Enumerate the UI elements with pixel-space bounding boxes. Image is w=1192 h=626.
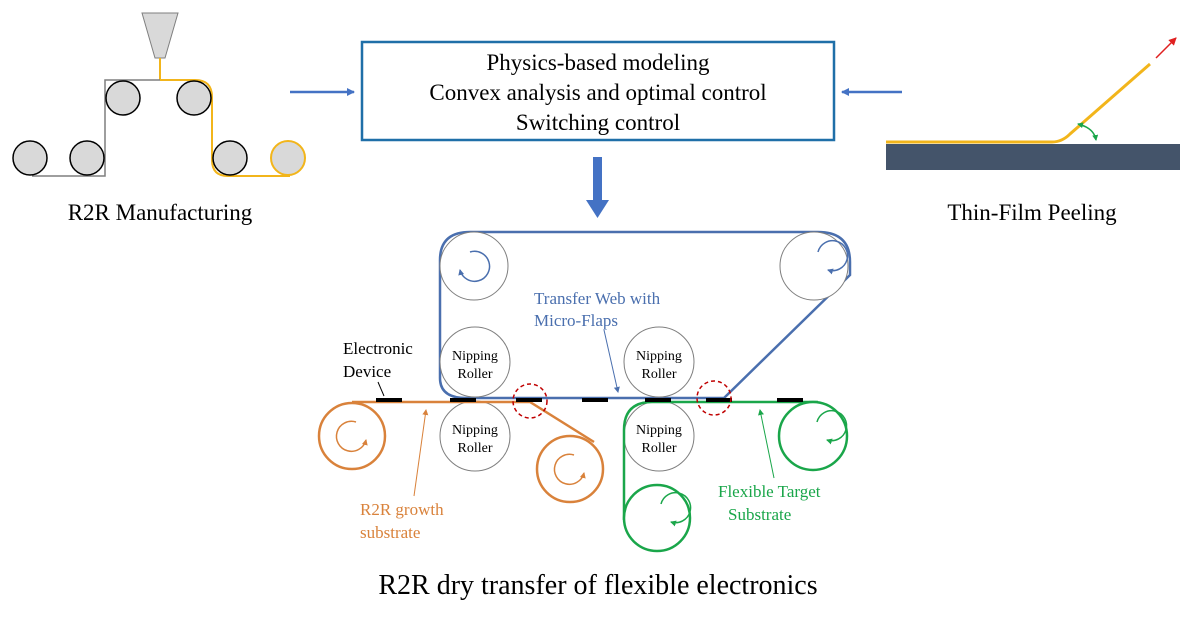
- web-path-yellow: [160, 79, 290, 177]
- roller: [105, 80, 141, 116]
- rotation-arrow: [553, 453, 586, 486]
- peeling-film: [886, 62, 1151, 144]
- r2r-manufacturing-illustration: [12, 12, 306, 177]
- electronic-devices: [376, 398, 803, 402]
- target-substrate-pointer: [758, 409, 775, 479]
- transfer-web-belt: [438, 230, 852, 400]
- rotation-arrow: [816, 409, 848, 445]
- transfer-zone-highlight: [696, 380, 732, 416]
- peel-angle-arc: [1077, 122, 1099, 141]
- electronic-device-label-2: Device: [343, 362, 391, 381]
- roller: [212, 140, 248, 176]
- electronic-device: [450, 398, 476, 402]
- transfer-web-label-2: Micro-Flaps: [534, 311, 618, 330]
- transfer-web-pointer: [603, 329, 620, 393]
- web-path-gray: [32, 79, 160, 177]
- electronic-device-label-1: Electronic: [343, 339, 413, 358]
- methods-line-3: Switching control: [516, 110, 680, 135]
- transfer-zone-highlight: [512, 383, 548, 419]
- growth-roller-right: [535, 434, 605, 504]
- growth-roller-left: [317, 401, 387, 471]
- nipping-roller-label: Nipping: [452, 349, 498, 364]
- rotation-arrow: [817, 239, 849, 275]
- electronic-device-pointer: [377, 381, 385, 397]
- rotation-arrow: [660, 491, 692, 527]
- thin-film-peeling-illustration: [886, 37, 1180, 170]
- nipping-roller: [623, 326, 695, 398]
- arrow-down-shaft: [593, 157, 602, 202]
- rotation-arrow: [458, 250, 491, 283]
- roller: [69, 140, 105, 176]
- nipping-roller-label: Roller: [642, 441, 677, 456]
- roller: [270, 140, 306, 176]
- electronic-device: [645, 398, 671, 402]
- electronic-device: [582, 398, 608, 402]
- methods-line-2: Convex analysis and optimal control: [429, 80, 766, 105]
- peel-force-arrow: [1155, 37, 1177, 59]
- print-nozzle: [141, 12, 179, 59]
- growth-substrate-label-1: R2R growth: [360, 500, 444, 519]
- thin-film-peeling-caption: Thin-Film Peeling: [947, 200, 1117, 225]
- substrate-block: [886, 144, 1180, 170]
- target-substrate-label-1: Flexible Target: [718, 482, 821, 501]
- nipping-roller-label: Nipping: [636, 349, 682, 364]
- arrow-down-head: [586, 200, 609, 218]
- target-substrate-web: [622, 400, 818, 520]
- target-substrate-label-2: Substrate: [728, 505, 791, 524]
- methods-box: [360, 40, 836, 142]
- web-roller-right: [779, 231, 849, 301]
- growth-substrate-pointer: [413, 409, 429, 497]
- nipping-rollers: Nipping Roller Nipping Roller Nipping Ro…: [439, 326, 695, 472]
- nipping-roller: [439, 326, 511, 398]
- roller: [176, 80, 212, 116]
- nipping-roller-label: Roller: [642, 367, 677, 382]
- dry-transfer-caption: R2R dry transfer of flexible electronics: [378, 570, 817, 601]
- growth-substrate-label-2: substrate: [360, 523, 420, 542]
- electronic-device: [376, 398, 402, 402]
- nipping-roller-label: Roller: [458, 441, 493, 456]
- target-roller-right: [777, 400, 849, 472]
- transfer-web-label-1: Transfer Web with: [534, 289, 661, 308]
- target-roller-bottom: [622, 483, 692, 553]
- electronic-device: [516, 398, 542, 402]
- r2r-manufacturing-caption: R2R Manufacturing: [68, 200, 253, 225]
- nipping-roller-label: Roller: [458, 367, 493, 382]
- electronic-device: [706, 398, 732, 402]
- target-substrate: [622, 400, 849, 553]
- methods-line-1: Physics-based modeling: [487, 50, 710, 75]
- roller: [12, 140, 48, 176]
- transfer-web: [438, 230, 852, 400]
- rotation-arrow: [335, 420, 368, 453]
- electronic-device: [777, 398, 803, 402]
- nipping-roller-label: Nipping: [636, 423, 682, 438]
- web-roller-left: [439, 231, 509, 301]
- nipping-roller-label: Nipping: [452, 423, 498, 438]
